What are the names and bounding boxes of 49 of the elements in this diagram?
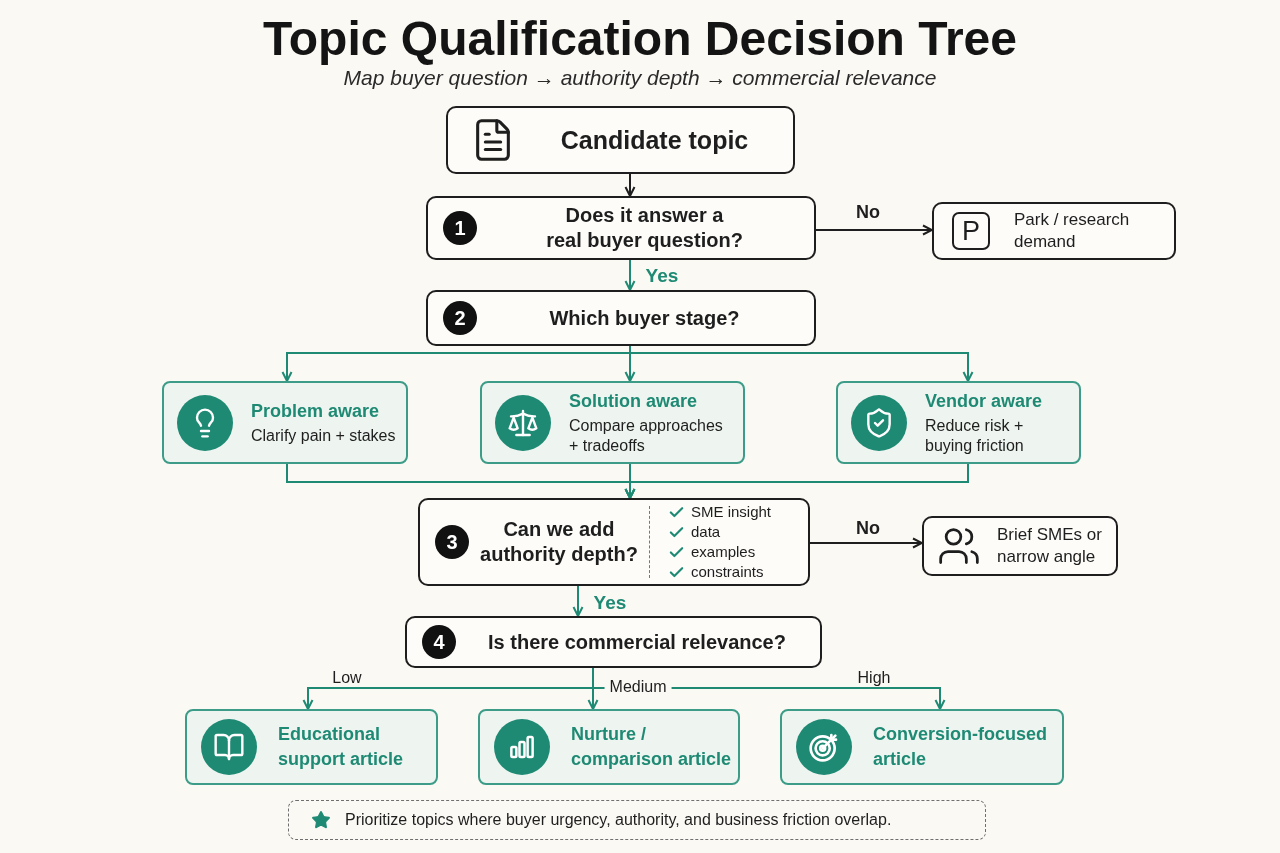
note-text: Prioritize topics where buyer urgency, authority, and business friction overlap. xyxy=(345,810,892,830)
arrow xyxy=(624,259,636,291)
arrow xyxy=(624,173,636,197)
card-title: Conversion-focused article xyxy=(873,723,1049,771)
card-text: Reduce risk + buying friction xyxy=(925,415,1025,456)
note-box xyxy=(288,800,986,840)
arrow xyxy=(815,224,933,236)
result-box xyxy=(932,202,1176,260)
decision-box xyxy=(405,616,822,668)
node-text: Brief SMEs or narrow angle xyxy=(997,524,1103,568)
card-title: Nurture / comparison article xyxy=(571,723,732,771)
question-text: Can we add authority depth? xyxy=(479,517,639,567)
card-text: Compare approaches + tradeoffs xyxy=(569,415,724,456)
decision-box xyxy=(426,290,816,346)
outcome-card xyxy=(780,709,1064,785)
arrow xyxy=(572,585,584,617)
card-text: Clarify pain + stakes xyxy=(251,425,396,446)
question-text: Does it answer a real buyer question? xyxy=(545,203,744,253)
step-number: 2 xyxy=(443,301,477,335)
card-title: Educational support article xyxy=(278,723,405,771)
card-title: Vendor aware xyxy=(925,389,1044,412)
arrow xyxy=(809,537,923,549)
step-number: 1 xyxy=(443,211,477,245)
checklist-item: SME insight xyxy=(691,503,772,521)
parking-sign: P xyxy=(952,212,990,250)
node-title: Candidate topic xyxy=(559,125,750,155)
step-number: 3 xyxy=(435,525,469,559)
card-title: Problem aware xyxy=(251,399,381,422)
checklist-item: constraints xyxy=(691,563,764,581)
subtitle: Map buyer question → authority depth → commercial relevance xyxy=(343,65,937,91)
stage-card xyxy=(162,381,408,464)
checklist-item: data xyxy=(691,523,721,541)
question-text: Which buyer stage? xyxy=(548,305,741,331)
outcome-card xyxy=(185,709,438,785)
start-box xyxy=(446,106,795,174)
arrow xyxy=(629,345,974,382)
question-text: Is there commercial relevance? xyxy=(487,629,787,655)
decision-box xyxy=(426,196,816,260)
result-box xyxy=(922,516,1118,576)
step-number: 4 xyxy=(422,625,456,659)
checklist-item: examples xyxy=(691,543,756,561)
diagram-title: Topic Qualification Decision Tree xyxy=(263,12,1017,66)
arrow xyxy=(624,463,969,499)
stage-card xyxy=(836,381,1081,464)
node-text: Park / research demand xyxy=(1014,209,1131,253)
outcome-card xyxy=(478,709,740,785)
stage-card xyxy=(480,381,745,464)
card-title: Solution aware xyxy=(569,389,699,412)
decision-box xyxy=(418,498,810,586)
